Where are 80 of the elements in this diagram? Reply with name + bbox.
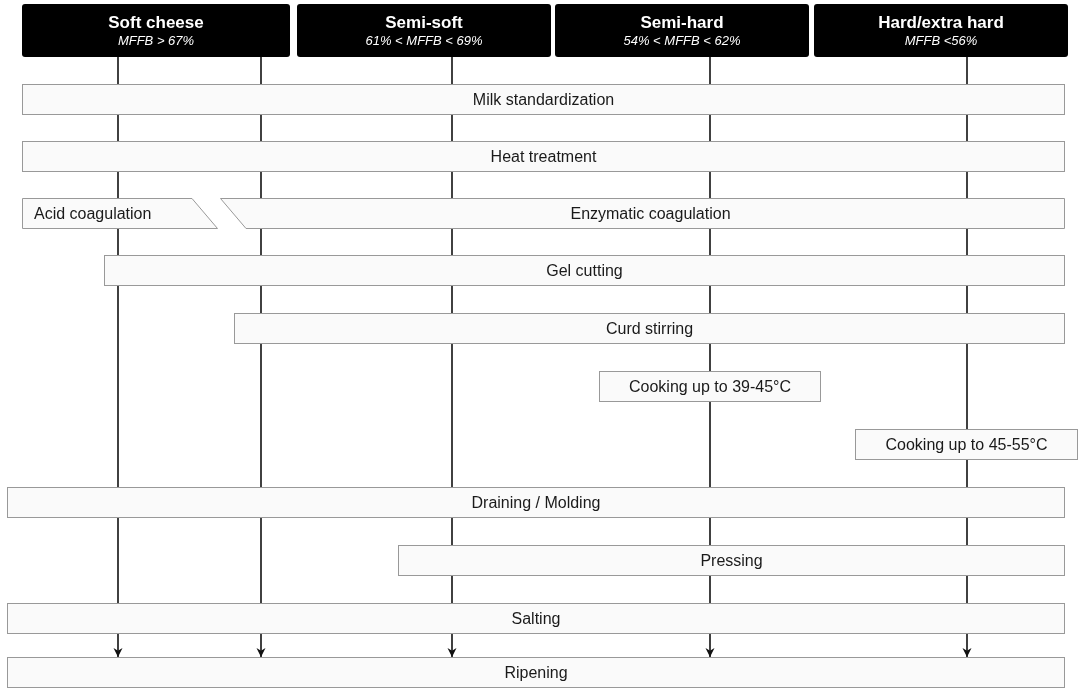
process-bar xyxy=(398,545,1065,576)
connector-line xyxy=(709,114,711,142)
category-header xyxy=(555,4,809,57)
connector-line xyxy=(451,56,453,85)
step-label: Pressing xyxy=(700,550,763,571)
connector-line xyxy=(260,285,262,314)
process-bar xyxy=(22,84,1065,115)
connector-line xyxy=(709,285,711,314)
connector-line xyxy=(966,285,968,314)
fat-range-label: MFFB > 67% xyxy=(117,33,195,50)
connector-line xyxy=(117,56,119,85)
connector-line xyxy=(709,171,711,199)
process-bar xyxy=(104,255,1065,286)
connector-line xyxy=(709,343,711,372)
connector-line xyxy=(451,114,453,142)
process-bar xyxy=(7,657,1065,688)
process-bar xyxy=(7,603,1065,634)
category-title: Semi-soft xyxy=(385,11,463,33)
fat-range-label: MFFB <56% xyxy=(904,33,978,50)
step-label: Cooking up to 45-55°C xyxy=(885,434,1048,455)
arrow xyxy=(962,633,972,658)
arrow xyxy=(256,633,266,658)
fat-range-label: 61% < MFFB < 69% xyxy=(365,33,483,50)
connector-line xyxy=(451,517,453,546)
connector-line xyxy=(709,517,711,546)
connector-line xyxy=(966,517,968,546)
connector-line xyxy=(966,114,968,142)
step-label: Enzymatic coagulation xyxy=(570,203,731,224)
connector-line xyxy=(117,114,119,142)
step-label: Ripening xyxy=(504,662,568,683)
step-label: Cooking up to 39-45°C xyxy=(628,376,792,397)
connector-line xyxy=(451,285,453,314)
connector-line xyxy=(709,228,711,256)
step-label: Curd stirring xyxy=(605,318,694,339)
connector-line xyxy=(117,228,119,256)
connector-line xyxy=(260,517,262,604)
connector-line xyxy=(966,56,968,85)
process-bar xyxy=(220,198,1065,229)
connector-line xyxy=(260,56,262,85)
category-title: Hard/extra hard xyxy=(878,11,1004,33)
step-label: Milk standardization xyxy=(472,89,615,110)
connector-line xyxy=(709,575,711,604)
connector-line xyxy=(260,228,262,256)
connector-line xyxy=(451,343,453,488)
connector-line xyxy=(966,575,968,604)
process-bar xyxy=(855,429,1078,460)
arrow xyxy=(447,633,457,658)
connector-line xyxy=(966,343,968,430)
step-label: Gel cutting xyxy=(546,260,623,281)
category-title: Semi-hard xyxy=(640,11,724,33)
connector-line xyxy=(260,171,262,199)
arrow xyxy=(705,633,715,658)
category-header xyxy=(297,4,551,57)
connector-line xyxy=(117,171,119,199)
connector-line xyxy=(709,401,711,488)
connector-line xyxy=(966,171,968,199)
step-label: Salting xyxy=(511,608,561,629)
category-header xyxy=(814,4,1068,57)
category-header xyxy=(22,4,290,57)
category-title: Soft cheese xyxy=(108,11,204,33)
arrow xyxy=(113,633,123,658)
process-bar xyxy=(599,371,821,402)
connector-line xyxy=(260,343,262,488)
connector-line xyxy=(709,56,711,85)
connector-line xyxy=(451,575,453,604)
process-bar xyxy=(7,487,1065,518)
process-bar xyxy=(22,198,218,229)
connector-line xyxy=(966,459,968,488)
connector-line xyxy=(117,517,119,604)
step-label: Acid coagulation xyxy=(34,203,152,224)
connector-line xyxy=(260,114,262,142)
connector-line xyxy=(451,171,453,199)
connector-line xyxy=(966,228,968,256)
connector-line xyxy=(117,285,119,488)
step-label: Heat treatment xyxy=(490,146,597,167)
connector-line xyxy=(451,228,453,256)
process-bar xyxy=(22,141,1065,172)
process-bar xyxy=(234,313,1065,344)
fat-range-label: 54% < MFFB < 62% xyxy=(623,33,741,50)
step-label: Draining / Molding xyxy=(471,492,601,513)
